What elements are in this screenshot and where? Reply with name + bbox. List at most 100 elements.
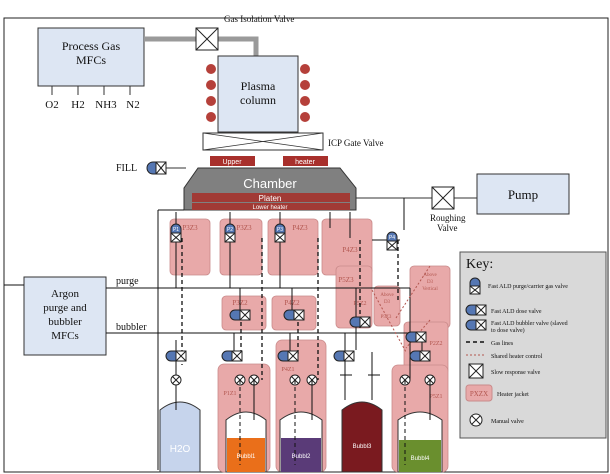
chamber-label: Chamber: [243, 176, 297, 191]
argon-label-2: purge and: [43, 302, 87, 314]
plasma-label-2: column: [240, 93, 276, 107]
upper-heater-label: Upper: [222, 159, 242, 166]
zone-p5z3: P5Z3: [338, 276, 354, 284]
key-item-shared-heater: Shared heater control: [491, 354, 543, 360]
key-item-bubbler-2: to dose valve): [491, 327, 525, 334]
zone-p2z2: P2Z2: [429, 341, 442, 347]
key-jacket-tag: PXZX: [470, 390, 488, 398]
above-d3-1: Above: [380, 293, 394, 298]
key-box: [459, 251, 607, 439]
key-symbol-manual-valve: [469, 413, 483, 427]
argon-label-4: MFCs: [51, 330, 79, 342]
dose-valve-6: [333, 350, 355, 362]
upper-heater-left: [210, 156, 255, 166]
plasma-column: [217, 55, 299, 133]
pump-label: Pump: [508, 187, 538, 202]
h2o-label: H2O: [170, 444, 191, 455]
key-symbol-bubbler: [465, 319, 487, 331]
purge-valve-label: P4: [389, 235, 395, 241]
h2o-bottle: [159, 401, 201, 473]
argon-label-1: Argon: [51, 288, 79, 300]
zone-p5z3-b: P5Z3: [381, 315, 392, 320]
bubbl1-label: Bubbl1: [237, 454, 256, 460]
bubbler-dip-tubes: [239, 380, 406, 465]
purge-valve-p3: P3: [274, 223, 286, 243]
bubbler-4: [397, 411, 443, 473]
gas-lines: [4, 198, 423, 470]
above-d3-vertical-1: Above: [423, 273, 437, 278]
dose-dashed-lines: [181, 238, 399, 380]
process-gas-label-2: MFCs: [76, 53, 106, 67]
dose-valve-5: [277, 350, 299, 362]
purge-valve-label: P2: [227, 227, 233, 233]
purge-valve-label: P1: [173, 227, 179, 233]
key-symbol-heater-jacket: [465, 384, 493, 402]
above-d3-vertical-3: Vertical: [422, 287, 438, 292]
platen-label: Platen: [259, 194, 282, 203]
lower-heater: [192, 203, 350, 210]
gas-nh3: NH3: [95, 99, 117, 111]
dose-valve-0: [229, 309, 251, 321]
gas-o2: O2: [45, 99, 58, 111]
key-item-purge: Fast ALD purge/carrier gas valve: [488, 284, 568, 290]
bubbl2-label: Bubbl2: [292, 454, 311, 460]
dose-valve-2: [349, 316, 371, 328]
key-item-slow-valve: Slow response valve: [491, 370, 541, 376]
process-gas-pipe: [144, 36, 259, 56]
purge-valve-p2: P2: [224, 223, 236, 243]
purge-valve-label: P3: [277, 227, 283, 233]
bubbler-1: [225, 411, 267, 473]
dose-valve-4: [221, 350, 243, 362]
key-item-manual-valve: Manual valve: [491, 419, 524, 425]
bubbl4-label: Bubbl4: [411, 456, 430, 462]
roughing-valve-label-1: Roughing: [430, 213, 466, 223]
manual-valve-0: [170, 374, 182, 386]
key-symbol-slow-valve: [468, 363, 484, 379]
dose-valve-3: [405, 331, 427, 343]
bubbler-2: [279, 411, 323, 473]
purge-valve-p4: P4: [386, 231, 398, 251]
key-item-bubbler-1: Fast ALD bubbler valve (slaved: [491, 320, 568, 327]
gas-h2: H2: [71, 99, 84, 111]
plasma-label-1: Plasma: [241, 79, 276, 93]
zone-p4z3-a: P4Z3: [292, 224, 308, 232]
fill-label: FILL: [116, 163, 137, 174]
zone-p5z1: P5Z1: [429, 394, 442, 400]
pump: [476, 173, 570, 215]
platen: [192, 193, 350, 202]
purge-label: purge: [116, 276, 139, 287]
above-d3-2: D3: [384, 300, 391, 305]
argon-label-3: bubbler: [48, 316, 82, 328]
purge-valve-p1: P1: [170, 223, 182, 243]
gas-isolation-valve-label: Gas Isolation Valve: [224, 14, 294, 24]
bubbler-outlets: [175, 352, 431, 420]
icp-gate-valve-label: ICP Gate Valve: [328, 138, 384, 148]
key-item-heater-jacket: Heater jacket: [497, 392, 529, 398]
process-gas-mfcs-box: [37, 27, 145, 87]
roughing-valve-label-2: Valve: [437, 223, 458, 233]
gas-inlets: [51, 86, 131, 95]
plasma-coil-dots: [206, 64, 310, 122]
dose-valve-7: [409, 350, 431, 362]
above-d3-vertical-2: D3: [427, 280, 434, 285]
key-symbol-dose: [465, 304, 487, 316]
process-gas-label-1: Process Gas: [62, 39, 121, 53]
key-item-gas-lines: Gas lines: [491, 341, 514, 347]
dose-valve-8: [165, 350, 187, 362]
zone-p3z3-a: P3Z3: [182, 224, 198, 232]
dose-valve-1: [283, 309, 305, 321]
zone-p4z1: P4Z1: [281, 367, 294, 373]
heater-label: heater: [295, 159, 316, 166]
zone-p4z3-b: P4Z3: [342, 246, 358, 254]
argon-mfcs-box: [23, 276, 107, 356]
bubbl3-label: Bubbl3: [353, 444, 372, 450]
gas-n2: N2: [126, 99, 139, 111]
zone-p1z1: P1Z1: [223, 391, 236, 397]
bubbler-3: [341, 401, 383, 473]
key-item-dose: Fast ALD dose valve: [491, 309, 542, 315]
lower-heater-label: Lower heater: [252, 205, 287, 211]
fill-valve: [146, 161, 167, 175]
upper-heater-right: [283, 156, 328, 166]
